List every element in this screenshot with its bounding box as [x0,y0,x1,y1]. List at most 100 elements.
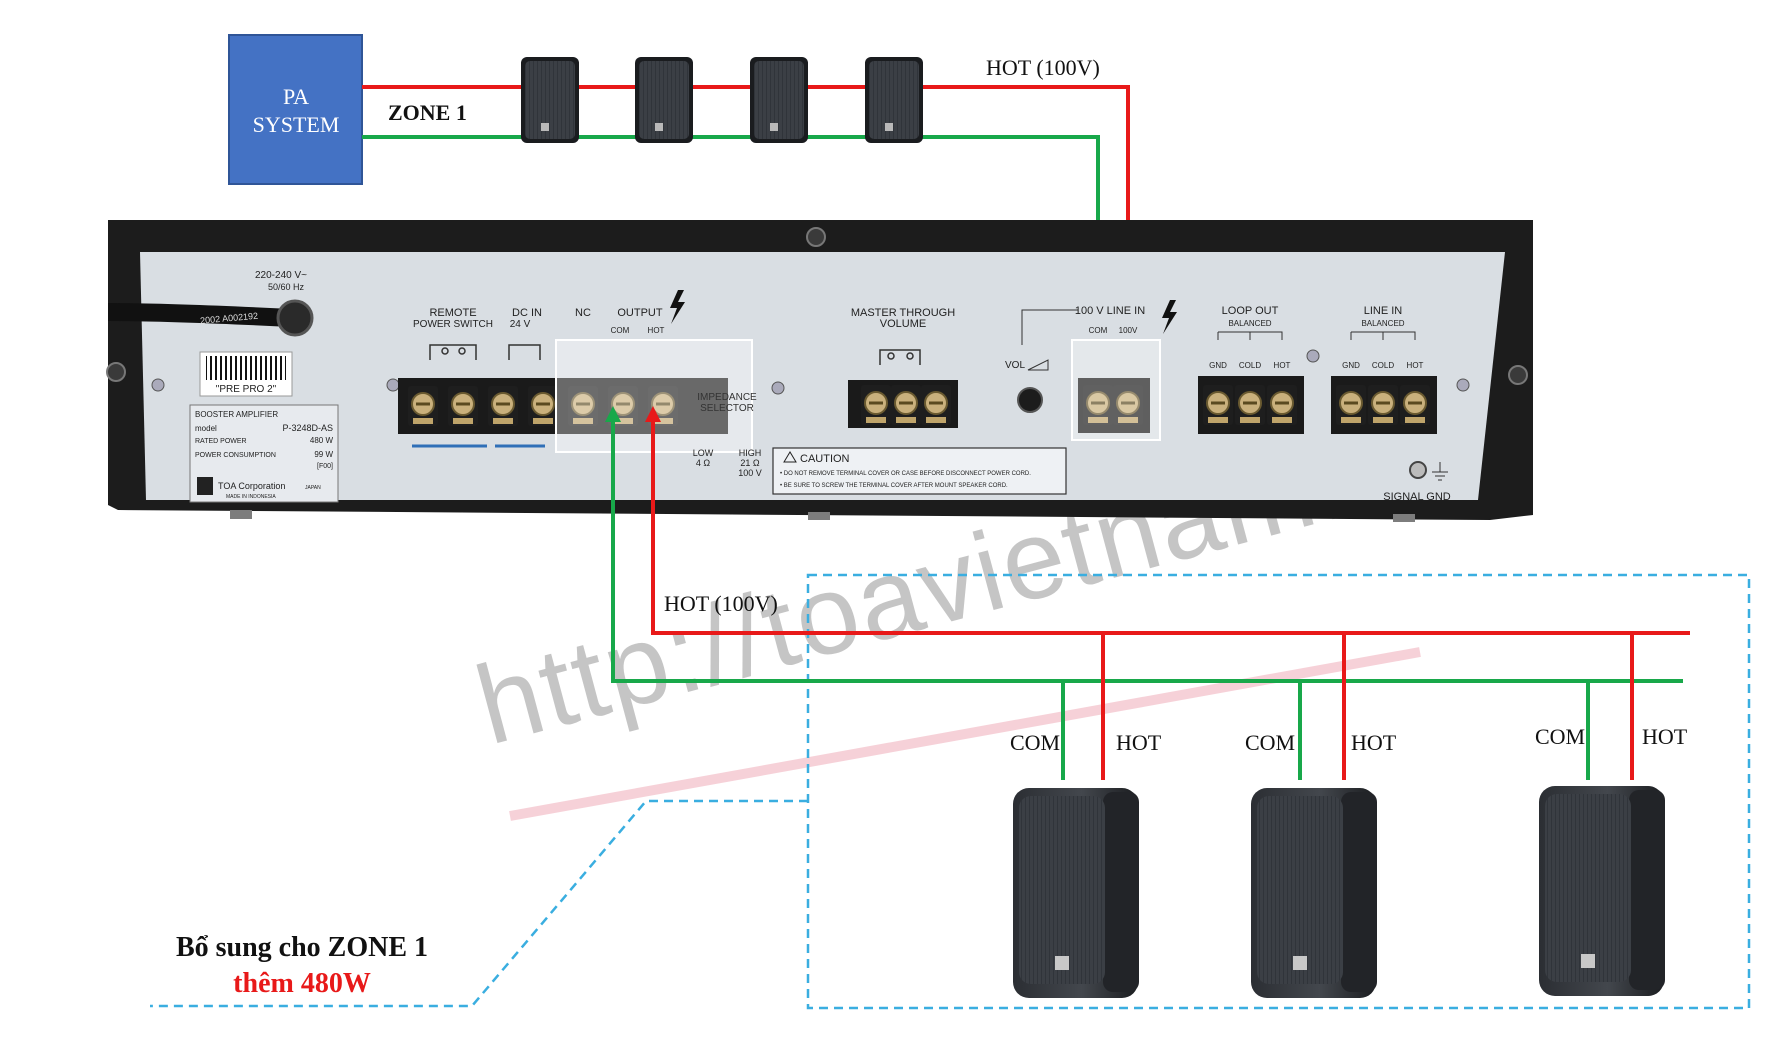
signal-gnd-terminal [1409,461,1427,479]
wall-speaker-icon [635,57,693,143]
line-in-sub: BALANCED [1361,319,1404,328]
bottom-speakers [1013,786,1665,998]
lightning-icon [1162,300,1177,334]
wall-speaker-icon [1251,788,1377,998]
dc-in-value: 24 V [510,319,531,330]
high-label: HIGH [739,448,762,458]
addon-callout-line [150,799,808,1008]
warning-icon [783,451,797,463]
vol-label: VOL [1005,360,1025,371]
addon-power: thêm 480W [233,968,371,999]
caution-box: CAUTION • DO NOT REMOVE TERMINAL COVER O… [772,447,1067,495]
label-code: [F00] [317,463,333,470]
line-in-label: LINE IN [1364,305,1403,317]
amp-panel [140,252,1505,500]
caution-line-2: • BE SURE TO SCREW THE TERMINAL COVER AF… [780,483,1008,489]
nc-label: NC [575,307,591,319]
line-in-terminal-block [1331,376,1437,434]
switch-icon [429,344,541,360]
line-in-100v-label: 100 V LINE IN [1075,305,1145,317]
speaker-1-com-label: COM [1010,730,1060,755]
volume-knob[interactable] [1017,387,1043,413]
output-hot-label: HOT [648,326,665,335]
label-consumption-key: POWER CONSUMPTION [195,452,276,459]
label-maker-sub: JAPAN [305,485,321,491]
line-in-gnd: GND [1342,361,1360,370]
label-made-in: MADE IN INDONESIA [226,494,276,500]
caution-title: CAUTION [800,453,850,465]
loop-out-hot: HOT [1274,361,1291,370]
rating-label: BOOSTER AMPLIFIER model P-3248D-AS RATED… [189,404,339,503]
hot-arrow-bottom [645,406,661,422]
low-value: 4 Ω [696,458,711,468]
power-frequency-label: 50/60 Hz [268,282,305,292]
speaker-1-hot-label: HOT [1116,730,1162,755]
wall-speaker-icon [521,57,579,143]
label-rated-key: RATED POWER [195,438,247,445]
line-in-100v-terminal-block [1071,339,1161,441]
label-rated-value: 480 W [310,436,334,445]
addon-zone-box [806,573,1751,1010]
remote-label-2: POWER SWITCH [413,319,493,330]
caution-line-1: • DO NOT REMOVE TERMINAL COVER OR CASE B… [780,471,1031,477]
signal-gnd-label: SIGNAL GND [1383,491,1450,503]
label-model-key: model [195,424,217,433]
loop-out-cold: COLD [1239,361,1261,370]
dc-in-label: DC IN [512,307,542,319]
barcode-sticker: "PRE PRO 2" [199,351,293,397]
power-cord [107,303,293,327]
output-label: OUTPUT [617,307,663,319]
hot-label-top: HOT (100V) [986,55,1100,80]
switch-icon [879,349,921,365]
speaker-3-hot-label: HOT [1642,724,1688,749]
pa-system-line2: SYSTEM [253,112,340,137]
speaker-3-com-label: COM [1535,724,1585,749]
power-cord-grommet [276,299,314,337]
output-com-label: COM [611,326,630,335]
booster-amplifier: 220-240 V~ 50/60 Hz 2002 A002192 "PRE PR… [106,220,1533,522]
line-in-hot: HOT [1407,361,1424,370]
line-in-100-label: 100V [1119,326,1138,335]
master-through-label: MASTER THROUGH [851,307,955,319]
loop-out-gnd: GND [1209,361,1227,370]
pa-system-box: PA SYSTEM [228,34,363,185]
zone-label: ZONE 1 [388,100,467,125]
impedance-label-2: SELECTOR [700,403,754,414]
low-label: LOW [693,448,714,458]
toa-logo-icon [197,477,213,495]
line-in-cold: COLD [1372,361,1394,370]
top-speakers [521,57,923,143]
ground-icon [1432,462,1448,481]
barcode-text: "PRE PRO 2" [216,384,277,395]
speaker-2-com-label: COM [1245,730,1295,755]
master-through-terminal-block [848,380,958,428]
high-value-2: 100 V [738,468,762,478]
label-model-value: P-3248D-AS [282,423,333,433]
loop-out-terminal-block [1198,376,1304,434]
com-wire-bottom [611,416,1683,683]
loop-out-sub: BALANCED [1228,319,1271,328]
com-arrow-bottom [605,406,621,422]
label-consumption-value: 99 W [314,450,333,459]
vol-bracket [1021,309,1078,345]
master-through-label-2: VOLUME [880,318,926,330]
remote-label: REMOTE [429,307,476,319]
output-terminal-block [398,339,753,453]
pa-system-line1: PA [283,84,309,109]
label-maker: TOA Corporation [218,481,285,491]
zone1-bottom-wiring [605,406,1690,780]
loop-out-label: LOOP OUT [1222,305,1279,317]
wall-speaker-icon [1539,786,1665,996]
vol-ramp-icon [1027,359,1049,371]
hot-label-bottom: HOT (100V) [664,591,778,616]
power-input-label: 220-240 V~ [255,270,307,281]
line-in-com-label: COM [1089,326,1108,335]
wall-speaker-icon [865,57,923,143]
wall-speaker-icon [1013,788,1139,998]
high-value-1: 21 Ω [740,458,760,468]
label-title: BOOSTER AMPLIFIER [195,410,278,419]
lightning-icon [670,290,685,324]
addon-title: Bổ sung cho ZONE 1 [176,932,428,963]
impedance-label: IMPEDANCE [697,392,757,403]
